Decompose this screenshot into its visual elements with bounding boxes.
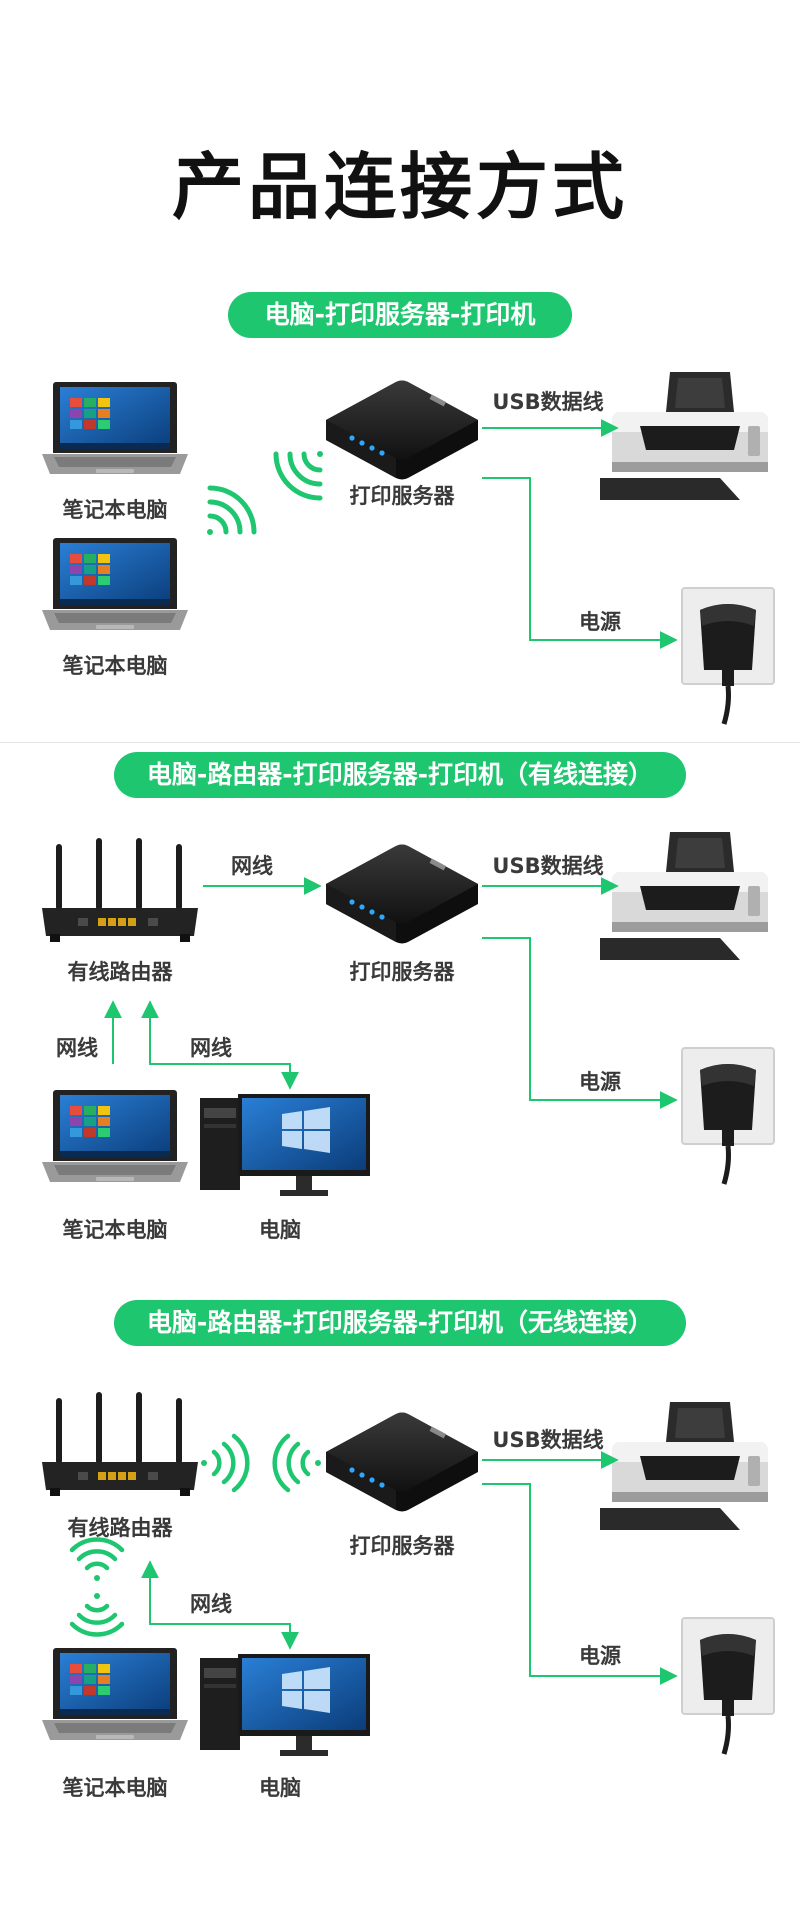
laptop-label: 笔记本电脑 (62, 498, 168, 522)
cable-label: 网线 (190, 1592, 232, 1616)
usb-cable-label: USB数据线 (492, 1428, 604, 1452)
desktop-computer-icon (200, 1094, 370, 1204)
cable-label: 网线 (231, 854, 273, 878)
router-label: 有线路由器 (67, 1516, 173, 1540)
desktop-label: 电脑 (259, 1776, 301, 1800)
print-server-icon (322, 836, 482, 946)
laptop-label: 笔记本电脑 (62, 1776, 168, 1800)
laptop-label: 笔记本电脑 (62, 654, 168, 678)
wifi-signal-icon (69, 1537, 125, 1581)
print-server-label: 打印服务器 (349, 1534, 455, 1558)
print-server-icon (322, 1404, 482, 1514)
wifi-signal-icon (201, 1433, 250, 1493)
router-icon (40, 838, 200, 948)
laptop-icon (40, 1086, 190, 1186)
page-title: 产品连接方式 (171, 145, 628, 229)
wifi-signal-icon (69, 1593, 125, 1637)
wifi-signal-icon (207, 485, 257, 535)
usb-cable-label: USB数据线 (492, 854, 604, 878)
section3-heading: 电脑-路由器-打印服务器-打印机（无线连接） (114, 1300, 686, 1346)
print-server-label: 打印服务器 (349, 960, 455, 984)
laptop-icon (40, 378, 190, 478)
printer-icon (600, 366, 780, 506)
power-adapter-icon (678, 1616, 778, 1756)
wifi-signal-icon (272, 1433, 321, 1493)
section2-heading: 电脑-路由器-打印服务器-打印机（有线连接） (114, 752, 686, 798)
wifi-signal-icon (273, 451, 323, 501)
laptop-icon (40, 534, 190, 634)
desktop-label: 电脑 (259, 1218, 301, 1242)
cable-label: 网线 (190, 1036, 232, 1060)
section1-heading: 电脑-打印服务器-打印机 (228, 292, 572, 338)
laptop-label: 笔记本电脑 (62, 1218, 168, 1242)
print-server-icon (322, 372, 482, 482)
section-divider (0, 742, 800, 743)
laptop-icon (40, 1644, 190, 1744)
print-server-label: 打印服务器 (349, 484, 455, 508)
usb-cable-label: USB数据线 (492, 390, 604, 414)
power-label: 电源 (579, 1644, 621, 1668)
power-label: 电源 (579, 1070, 621, 1094)
printer-icon (600, 826, 780, 966)
power-label: 电源 (579, 610, 621, 634)
router-label: 有线路由器 (67, 960, 173, 984)
cable-label: 网线 (56, 1036, 98, 1060)
desktop-computer-icon (200, 1654, 370, 1764)
router-icon (40, 1392, 200, 1502)
power-adapter-icon (678, 1046, 778, 1186)
power-adapter-icon (678, 586, 778, 726)
printer-icon (600, 1396, 780, 1536)
